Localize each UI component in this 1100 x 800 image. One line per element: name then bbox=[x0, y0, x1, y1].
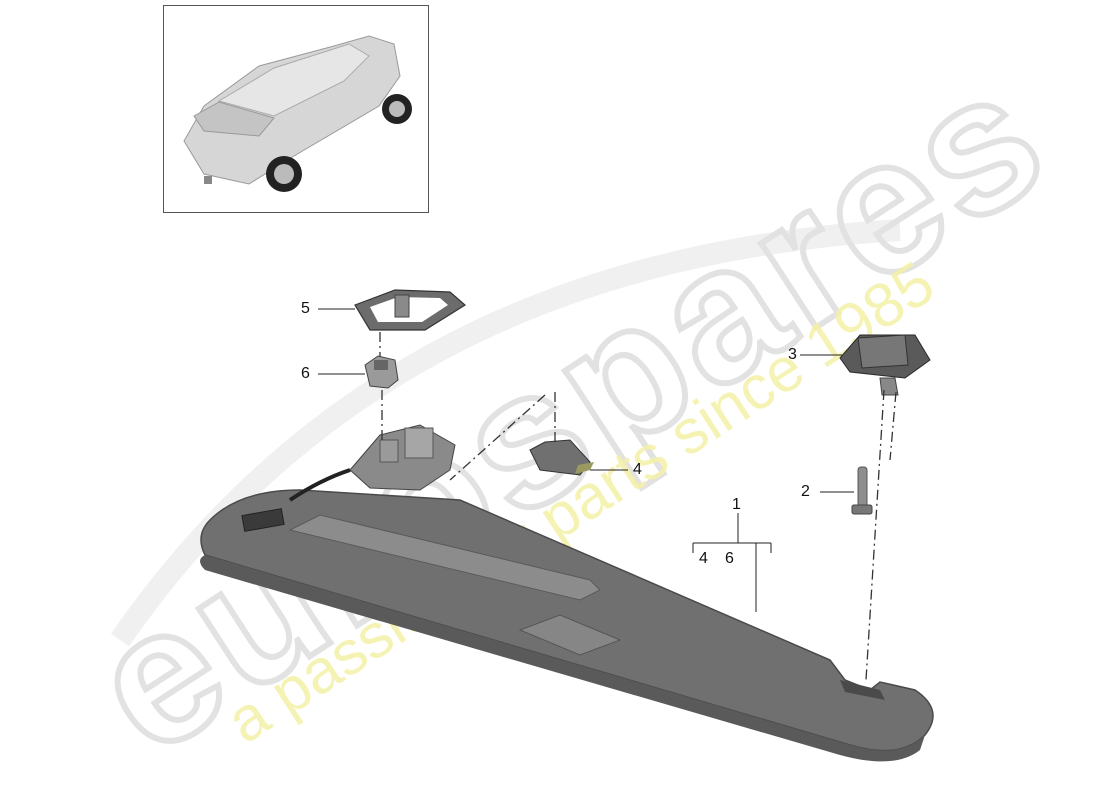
callout-1[interactable]: 1 bbox=[732, 496, 741, 513]
holder-part-3[interactable] bbox=[839, 334, 931, 396]
assembly-dash-lines bbox=[379, 332, 897, 681]
vehicle-thumbnail bbox=[163, 5, 429, 213]
callout-2[interactable]: 2 bbox=[801, 483, 810, 500]
callout-1-sub-6: 6 bbox=[725, 550, 734, 567]
callout-6[interactable]: 6 bbox=[301, 365, 310, 382]
frame-part-5[interactable] bbox=[354, 289, 467, 331]
screw-part-2[interactable] bbox=[851, 466, 873, 515]
visor-hinge-mount bbox=[288, 424, 456, 502]
callout-1-sub-4: 4 bbox=[699, 550, 708, 567]
sun-visor-part-1[interactable] bbox=[200, 489, 934, 762]
callout-3[interactable]: 3 bbox=[788, 346, 797, 363]
callout-4[interactable]: 4 bbox=[633, 461, 642, 478]
callout-5[interactable]: 5 bbox=[301, 300, 310, 317]
car-icon bbox=[183, 35, 412, 192]
cover-part-4[interactable] bbox=[529, 439, 594, 476]
clip-part-6[interactable] bbox=[364, 355, 399, 389]
leader-lines bbox=[318, 308, 854, 612]
